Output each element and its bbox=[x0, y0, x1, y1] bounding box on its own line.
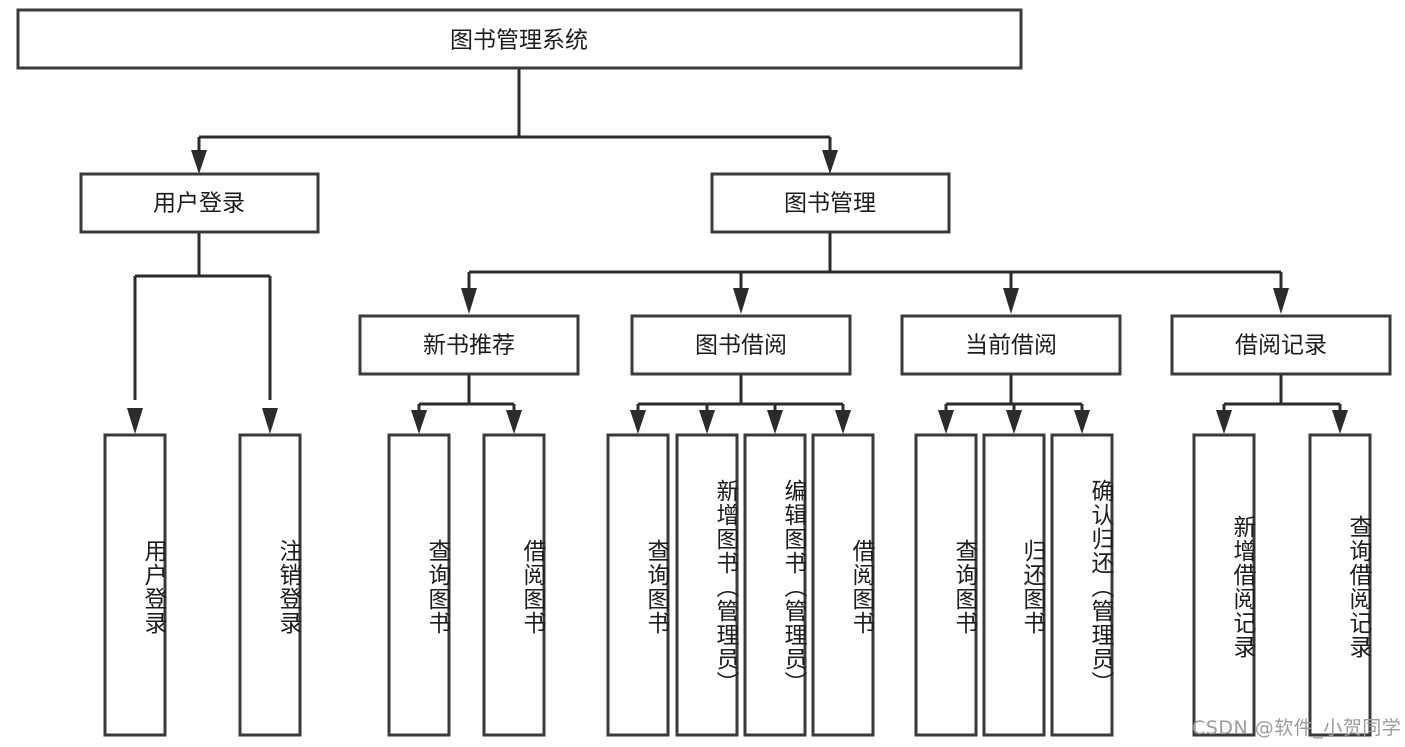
leaf-new-book-0-label: 查询图书 bbox=[424, 539, 450, 635]
leaf-current-borrow-0[interactable] bbox=[914, 433, 978, 737]
node-current-borrow-label: 当前借阅 bbox=[965, 333, 1057, 359]
arrow-head-leaf-user-login-1 bbox=[127, 408, 143, 434]
leaf-current-borrow-1-label: 归还图书 bbox=[1019, 539, 1045, 635]
arrow-head-leaf-user-login-2 bbox=[262, 408, 278, 434]
connector-layer bbox=[127, 69, 1348, 434]
leaf-book-borrow-0[interactable] bbox=[606, 433, 670, 737]
arrow-head-leaf-borrow-record-1 bbox=[1216, 410, 1232, 434]
leaf-book-borrow-3[interactable] bbox=[811, 433, 875, 737]
node-book-management-label: 图书管理 bbox=[784, 191, 876, 217]
node-root-label: 图书管理系统 bbox=[450, 28, 588, 54]
node-user-login[interactable] bbox=[79, 172, 320, 234]
node-layer bbox=[16, 8, 1392, 737]
leaf-user-login-0-label: 用户登录 bbox=[140, 539, 166, 635]
node-new-book-recommend-label: 新书推荐 bbox=[423, 333, 515, 359]
arrow-head-leaf-current-borrow-3 bbox=[1074, 410, 1090, 434]
leaf-book-borrow-2-label: 编辑图书（管理员） bbox=[780, 479, 806, 695]
leaf-current-borrow-0-label: 查询图书 bbox=[951, 539, 977, 635]
leaf-book-borrow-1[interactable] bbox=[675, 433, 739, 737]
arrow-head-leaf-new-book-2 bbox=[506, 410, 522, 434]
node-book-management[interactable] bbox=[710, 172, 951, 234]
arrow-head-leaf-book-borrow-4 bbox=[835, 410, 851, 434]
leaf-new-book-0[interactable] bbox=[387, 433, 451, 737]
arrow-head-book-mgmt bbox=[822, 150, 838, 174]
arrow-head-leaf-book-borrow-1 bbox=[630, 410, 646, 434]
leaf-book-borrow-3-label: 借阅图书 bbox=[848, 539, 874, 635]
node-borrow-record[interactable] bbox=[1170, 314, 1392, 376]
arrow-head-new-book bbox=[461, 288, 477, 314]
node-current-borrow[interactable] bbox=[900, 314, 1122, 376]
leaf-current-borrow-1[interactable] bbox=[982, 433, 1046, 737]
arrow-head-borrow-record bbox=[1273, 288, 1289, 314]
arrow-head-leaf-book-borrow-2 bbox=[699, 410, 715, 434]
leaf-current-borrow-2-label: 确认归还（管理员） bbox=[1087, 479, 1113, 695]
leaf-new-book-1[interactable] bbox=[482, 433, 546, 737]
node-user-login-label: 用户登录 bbox=[153, 191, 245, 217]
leaf-book-borrow-1-label: 新增图书（管理员） bbox=[712, 479, 738, 695]
arrow-head-leaf-current-borrow-2 bbox=[1006, 410, 1022, 434]
watermark-text: CSDN @软件_小贺同学 bbox=[1192, 717, 1402, 739]
node-book-borrow[interactable] bbox=[630, 314, 852, 376]
node-new-book-recommend[interactable] bbox=[358, 314, 580, 376]
leaf-borrow-record-0[interactable] bbox=[1192, 433, 1256, 737]
leaf-borrow-record-0-label: 新增借阅记录 bbox=[1229, 515, 1255, 659]
leaf-book-borrow-2[interactable] bbox=[743, 433, 807, 737]
arrow-head-leaf-borrow-record-2 bbox=[1332, 410, 1348, 434]
leaf-user-login-1-label: 注销登录 bbox=[275, 539, 301, 635]
leaf-borrow-record-1-label: 查询借阅记录 bbox=[1345, 515, 1371, 659]
leaf-new-book-1-label: 借阅图书 bbox=[519, 539, 545, 635]
arrow-head-leaf-new-book-1 bbox=[411, 410, 427, 434]
arrow-head-leaf-book-borrow-3 bbox=[767, 410, 783, 434]
arrow-head-leaf-current-borrow-1 bbox=[938, 410, 954, 434]
arrow-head-current-borrow bbox=[1003, 288, 1019, 314]
leaf-book-borrow-0-label: 查询图书 bbox=[643, 539, 669, 635]
node-book-borrow-label: 图书借阅 bbox=[695, 333, 787, 359]
arrow-head-book-borrow bbox=[733, 288, 749, 314]
node-borrow-record-label: 借阅记录 bbox=[1235, 333, 1327, 359]
node-root-book-management-system[interactable] bbox=[16, 8, 1023, 70]
arrow-head-user-login bbox=[191, 150, 207, 174]
leaf-current-borrow-2[interactable] bbox=[1050, 433, 1114, 737]
leaf-user-login-0[interactable] bbox=[103, 433, 167, 737]
leaf-user-login-1[interactable] bbox=[238, 433, 302, 737]
leaf-borrow-record-1[interactable] bbox=[1308, 433, 1372, 737]
label-layer-horizontal: 图书管理系统 用户登录 图书管理 新书推荐 图书借阅 当前借阅 借阅记录 bbox=[153, 28, 1327, 359]
